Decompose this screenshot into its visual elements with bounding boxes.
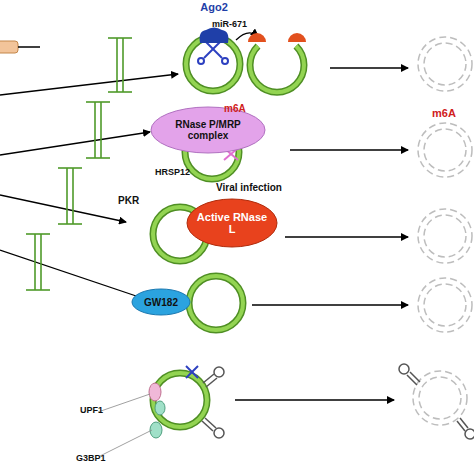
node-text: GW182 — [136, 297, 186, 308]
mirna-label: miR-671 — [212, 20, 247, 29]
protein-label: HRSP12 — [155, 168, 190, 177]
rnase-complex-ellipse: RNase P/MRP complex — [150, 106, 266, 154]
condition-label: Viral infection — [216, 183, 282, 193]
protein-label: PKR — [118, 196, 139, 206]
node-text: Ago2 — [200, 1, 228, 13]
protein-label: UPF1 — [80, 406, 103, 415]
gw182-ellipse: GW182 — [131, 288, 191, 316]
node-text: RNase P/MRP complex — [150, 119, 266, 141]
protein-label: G3BP1 — [76, 454, 106, 463]
modification-label: m6A — [224, 104, 246, 114]
modification-label: m6A — [432, 108, 456, 119]
node-text: Active RNase L — [186, 211, 278, 235]
rnase-l-ellipse: Active RNase L — [186, 198, 278, 248]
